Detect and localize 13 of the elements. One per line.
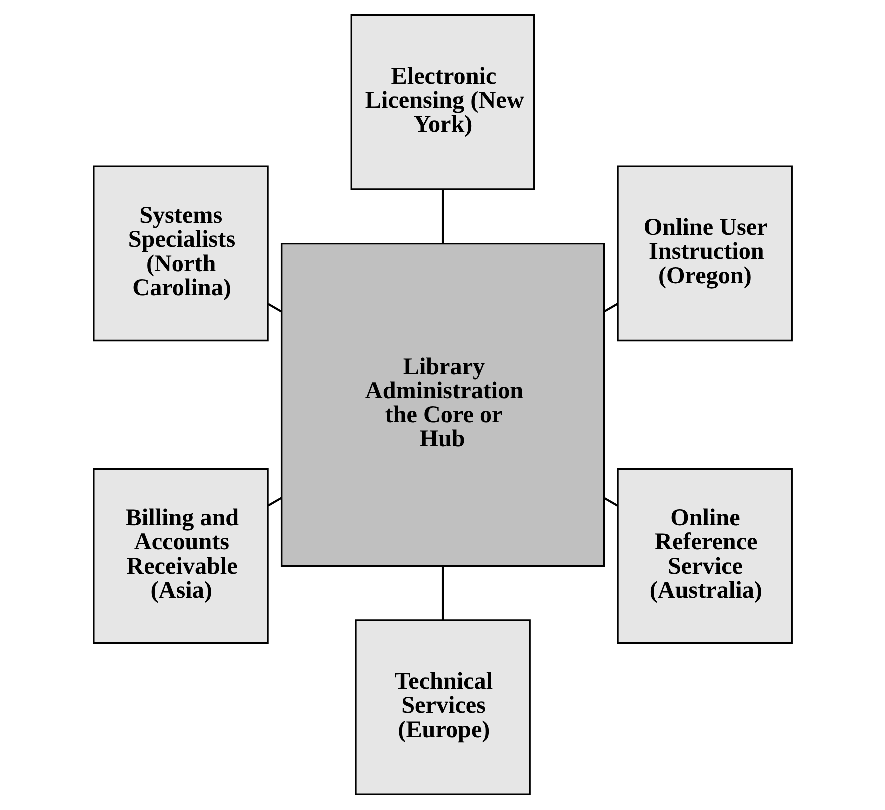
connector [267, 497, 282, 507]
connector [267, 303, 282, 313]
node-box: Technical Services (Europe) [354, 620, 530, 796]
node-box: Library Administration the Core or Hub [280, 242, 605, 568]
connector [603, 497, 618, 507]
node-box: Online Reference Service (Australia) [616, 468, 792, 644]
connector [441, 190, 444, 244]
connector [441, 566, 444, 620]
node-box: Online User Instruction (Oregon) [616, 166, 792, 342]
connector [603, 303, 618, 313]
node-box: Billing and Accounts Receivable (Asia) [92, 468, 268, 644]
node-box: Electronic Licensing (New York) [350, 14, 535, 190]
node-box: Systems Specialists (North Carolina) [92, 166, 268, 342]
